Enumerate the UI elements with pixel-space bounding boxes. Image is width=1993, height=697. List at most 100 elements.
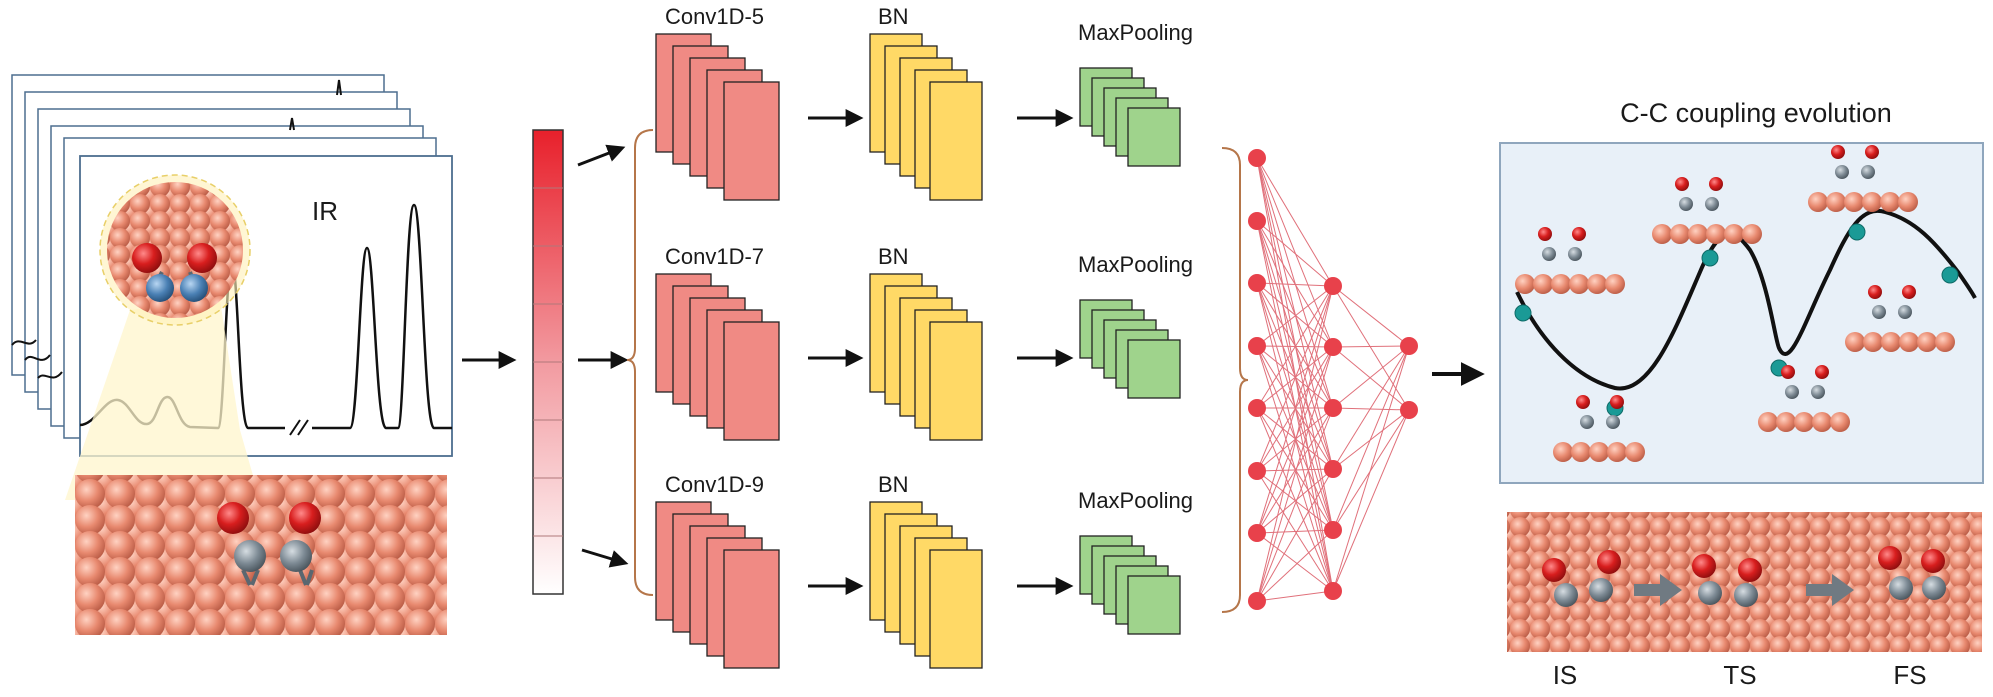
fc-edges (1256, 157, 1410, 602)
evolution-panel (1499, 142, 1984, 484)
cu-atom (1812, 412, 1832, 432)
cu-atom (1670, 224, 1690, 244)
ir-peaks-line (312, 203, 452, 430)
reaction-slab (1507, 512, 1982, 652)
branch-3: Conv1D-9 BN MaxPooling (655, 472, 1193, 669)
o-atom (1610, 395, 1624, 409)
pool-map (1127, 575, 1181, 635)
fc-edge (1256, 157, 1334, 409)
fc-nodes (1248, 149, 1418, 610)
evolution-snapshots (1515, 145, 1955, 462)
fc-edge (1256, 282, 1334, 531)
fc-edge (1332, 345, 1410, 409)
cu-atom (1589, 442, 1609, 462)
conv-feature-maps (655, 501, 780, 669)
snapshot-6 (1845, 285, 1955, 352)
fc-edge (1256, 407, 1334, 531)
cu-atom (1844, 192, 1864, 212)
ir-label: IR (312, 196, 338, 226)
cu-atom (1625, 442, 1645, 462)
cu-atom (1553, 442, 1573, 462)
fc-edge (1256, 407, 1334, 602)
cu-atom (1742, 224, 1762, 244)
o-atom (1868, 285, 1882, 299)
bn-feature-maps (869, 33, 983, 201)
fc-node (1248, 462, 1266, 480)
conv-label: Conv1D-9 (665, 472, 764, 497)
bn-label: BN (878, 4, 909, 29)
fc-node (1248, 337, 1266, 355)
snapshot-5 (1808, 145, 1918, 212)
fc-edge (1332, 345, 1410, 531)
fc-edge (1256, 282, 1334, 470)
c-atom (1542, 247, 1556, 261)
fc-edge (1256, 407, 1334, 470)
bn-feature-maps (869, 273, 983, 441)
pool-label: MaxPooling (1078, 252, 1193, 277)
branch-bracket-left (626, 129, 654, 596)
o-atom (1902, 285, 1916, 299)
feature-vector (532, 129, 564, 595)
cu-atom (1724, 224, 1744, 244)
cu-atom (1899, 332, 1919, 352)
conv-feature-maps (655, 273, 780, 441)
cu-atom (1571, 442, 1591, 462)
zoom-adsorbate (132, 243, 217, 302)
c-atom (1898, 305, 1912, 319)
fc-edge (1256, 590, 1334, 602)
fc-edge (1256, 282, 1334, 409)
fc-edge (1256, 346, 1334, 534)
pool-feature-maps (1079, 535, 1181, 635)
fc-node (1248, 524, 1266, 542)
bn-label: BN (878, 244, 909, 269)
cu-atom (1794, 412, 1814, 432)
o-atom (1538, 227, 1552, 241)
cu-atom (1688, 224, 1708, 244)
fc-edge (1256, 346, 1334, 602)
fc-edge (1332, 407, 1410, 411)
cu-atom (1845, 332, 1865, 352)
cu-atom (1881, 332, 1901, 352)
cu-atom (1605, 274, 1625, 294)
state-label-fs: FS (1893, 660, 1926, 690)
fc-edge (1332, 346, 1410, 411)
fc-node (1400, 401, 1418, 419)
o-atom (1576, 395, 1590, 409)
o-atom (1675, 177, 1689, 191)
conv-label: Conv1D-5 (665, 4, 764, 29)
fc-edge (1332, 285, 1410, 347)
copper-slab-left (75, 475, 447, 635)
cu-atom (1880, 192, 1900, 212)
branch-bracket-right (1221, 147, 1249, 613)
cu-atom (1830, 412, 1850, 432)
pool-label: MaxPooling (1078, 488, 1193, 513)
state-label-is: IS (1553, 660, 1578, 690)
pool-feature-maps (1079, 299, 1181, 399)
cu-atom (1862, 192, 1882, 212)
fc-edge (1256, 285, 1334, 347)
snapshot-1 (1515, 227, 1625, 294)
cu-atom (1758, 412, 1778, 432)
fc-edge (1332, 285, 1410, 411)
cu-atom (1587, 274, 1607, 294)
fc-edge (1256, 532, 1334, 592)
cu-atom (1569, 274, 1589, 294)
o-atom (1865, 145, 1879, 159)
c-atom (1606, 415, 1620, 429)
fc-edge (1256, 282, 1334, 348)
state-label-ts: TS (1723, 660, 1756, 690)
cu-atom (1533, 274, 1553, 294)
fc-edge (1256, 157, 1334, 348)
fc-node (1248, 149, 1266, 167)
cu-atom (1808, 192, 1828, 212)
bn-label: BN (878, 472, 909, 497)
reaction-arrow-1 (1634, 574, 1682, 606)
fc-edge (1256, 529, 1334, 602)
fc-edge (1256, 157, 1334, 287)
evolution-title: C-C coupling evolution (1620, 98, 1892, 128)
cu-atom (1607, 442, 1627, 462)
cu-atom (1652, 224, 1672, 244)
fc-edge (1256, 282, 1334, 287)
pool-label: MaxPooling (1078, 20, 1193, 45)
